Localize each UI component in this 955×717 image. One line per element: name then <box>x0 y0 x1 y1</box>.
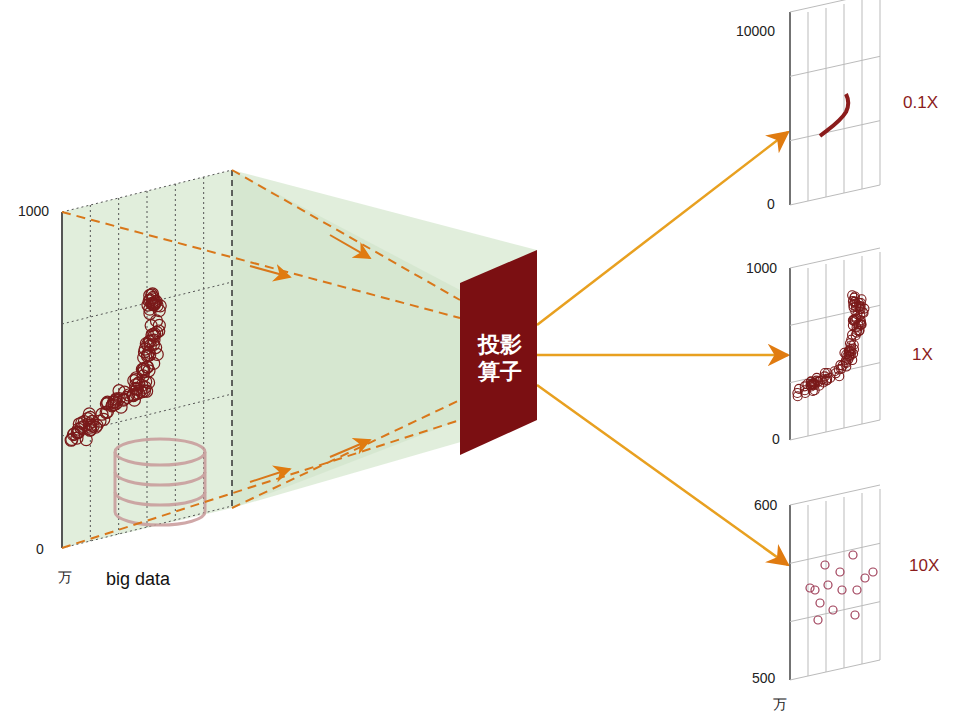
axis-tick: 10000 <box>736 24 775 39</box>
operator-box: 投影算子 <box>458 250 538 455</box>
axis-tick: 0 <box>767 197 775 212</box>
data-caption: big data <box>106 570 170 590</box>
projection-arrowheads <box>250 235 370 482</box>
axis-unit: 万 <box>773 697 787 712</box>
database-icon <box>115 439 205 525</box>
axis-tick: 0 <box>36 542 44 557</box>
projection-volume <box>62 170 537 548</box>
axis-tick: 1000 <box>18 204 49 219</box>
curve-trace <box>820 94 848 136</box>
axis-tick: 600 <box>754 498 777 513</box>
output-arrows <box>537 132 788 565</box>
scale-label: 10X <box>909 557 939 576</box>
axis-unit: 万 <box>58 570 72 585</box>
operator-label: 投影算子 <box>477 332 523 385</box>
scale-label: 0.1X <box>903 94 938 113</box>
scale-label: 1X <box>912 346 933 365</box>
projection-lines <box>62 170 460 548</box>
scatter-points <box>793 291 869 401</box>
scatter-points <box>806 551 877 624</box>
scatter-points <box>65 288 166 446</box>
axis-tick: 500 <box>752 671 775 686</box>
projection-shade <box>232 170 460 508</box>
axis-tick: 0 <box>772 432 780 447</box>
output-panels <box>790 0 880 680</box>
data-panel <box>62 170 232 548</box>
axis-tick: 1000 <box>746 261 777 276</box>
